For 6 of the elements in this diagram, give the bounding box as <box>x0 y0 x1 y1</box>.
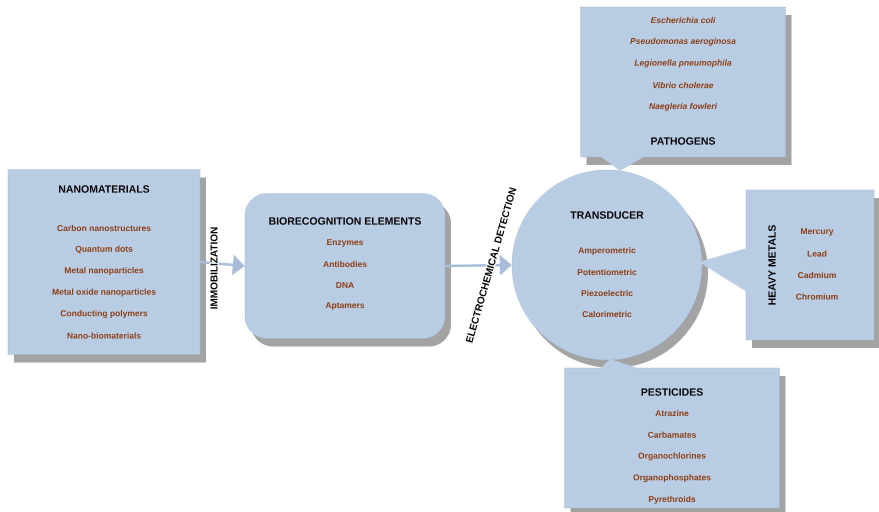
edge-label: IMMOBILIZATION <box>209 226 219 310</box>
recognition-box: BIORECOGNITION ELEMENTS Enzymes Antibodies DNA Aptamers <box>244 193 451 346</box>
callout-box: HEAVY METALS Mercury Lead Cadmium Chromium <box>699 190 879 348</box>
callout-box: PESTICIDES Atrazine Carbamates Organochlorines Organophosphates Pyrethroids <box>564 359 786 512</box>
callout-box: Escherichia coli Pseudomonas aeroginosa Legionella pneumophila Vibrio cholerae Naegleria fowleri PATHOGENS <box>580 6 792 171</box>
material-box: NANOMATERIALS Carbon nanostructures Quantum dots Metal nanoparticles Metal oxide nanoparticles Conducting polymers Nano-biomaterials <box>8 169 206 362</box>
